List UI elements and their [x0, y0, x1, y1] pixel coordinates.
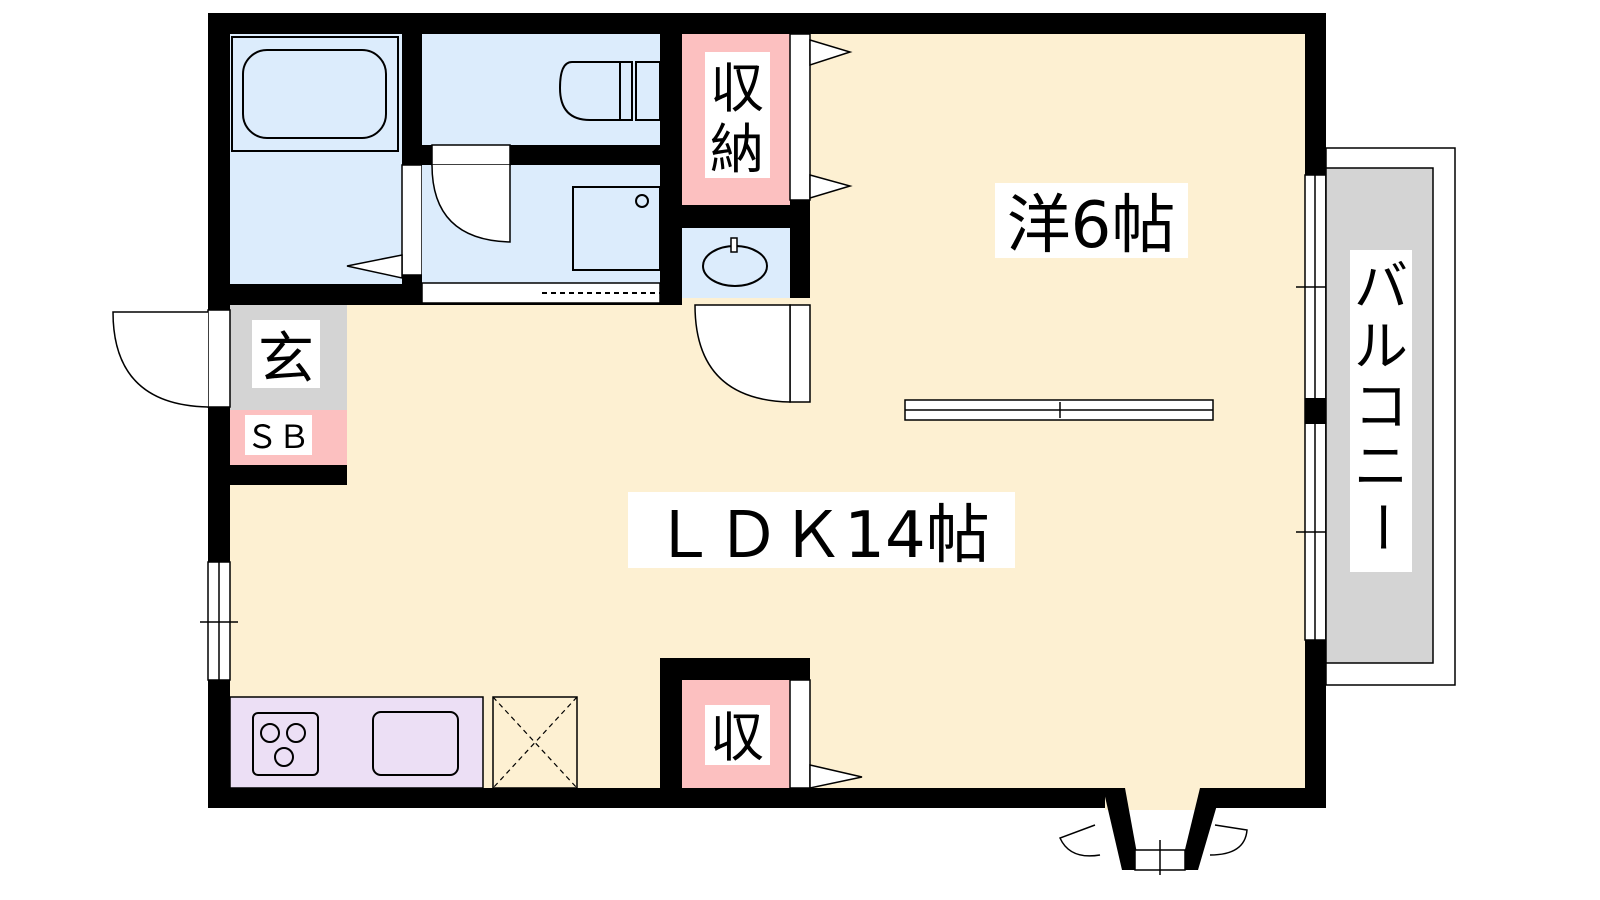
- sink-area: [682, 228, 790, 298]
- storage-top-label-1: 収: [710, 57, 764, 120]
- western-room-label: 洋6帖: [1007, 189, 1176, 263]
- bay-window: [1058, 788, 1248, 875]
- balcony-label-4: ニ: [1354, 435, 1408, 498]
- washroom: [421, 144, 661, 304]
- storage-top-door[interactable]: [789, 33, 811, 201]
- storage-top-label-2: 納: [710, 118, 764, 181]
- balcony-label-2: ル: [1354, 315, 1408, 378]
- western-room-door[interactable]: [694, 304, 811, 403]
- ldk-label: ＬＤＫ14帖: [652, 499, 989, 573]
- storage-bottom-door[interactable]: [789, 679, 811, 789]
- kitchen: [229, 696, 484, 789]
- entrance-door[interactable]: [112, 309, 231, 408]
- storage-bottom-label: 収: [710, 706, 764, 769]
- left-window: [200, 561, 238, 681]
- balcony-label-1: バ: [1354, 255, 1408, 318]
- balcony-label-3: コ: [1354, 375, 1408, 438]
- balcony-label-5: ー: [1350, 500, 1413, 554]
- bathroom: [230, 34, 423, 284]
- entrance-label: 玄: [258, 327, 314, 392]
- toilet-room: [422, 34, 661, 145]
- fridge-space: [492, 696, 578, 789]
- shoe-box-label: ＳＢ: [246, 418, 310, 456]
